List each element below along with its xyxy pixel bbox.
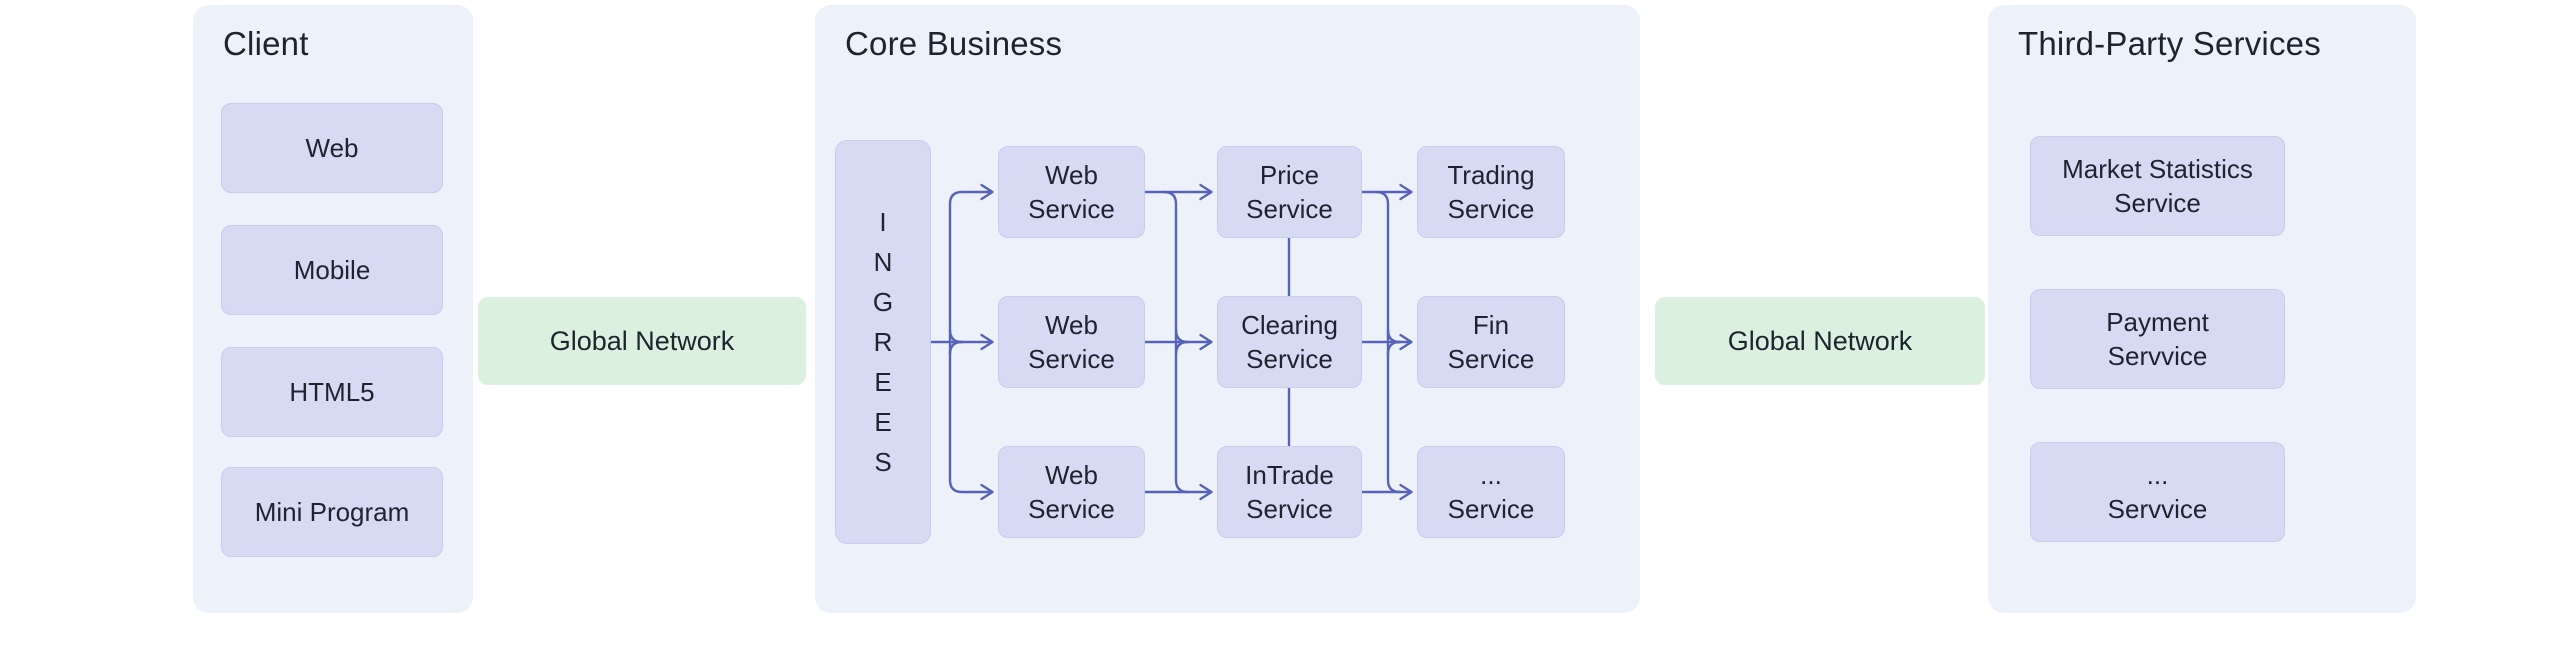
edge-bus2-vertical: [1374, 190, 1402, 494]
third-party-panel-title: Third-Party Services: [2018, 25, 2321, 62]
node-mobile: Mobile: [221, 225, 443, 315]
third-party-panel: Third-Party Services Market Statistics S…: [1988, 5, 2416, 613]
node-html5: HTML5: [221, 347, 443, 437]
edge-ingress-web-bottom: [948, 340, 994, 501]
edge-bus2-fork-down: [1386, 340, 1402, 356]
edge-ingress-fork-down: [948, 340, 964, 356]
node-clearing-service: Clearing Service: [1217, 296, 1362, 388]
edge-bus1-fork-up: [1174, 328, 1190, 344]
node-intrade-service: InTrade Service: [1217, 446, 1362, 538]
node-web-service-3: Web Service: [998, 446, 1145, 538]
edge-bus1-fork-down: [1174, 340, 1190, 356]
core-business-panel-title: Core Business: [845, 25, 1063, 62]
node-mini-program: Mini Program: [221, 467, 443, 557]
edge-bus1-vertical: [1162, 190, 1190, 494]
node-web-service-1: Web Service: [998, 146, 1145, 238]
node-web-service-2: Web Service: [998, 296, 1145, 388]
node-trading-service: Trading Service: [1417, 146, 1565, 238]
global-network-left: Global Network: [478, 297, 806, 385]
node-web: Web: [221, 103, 443, 193]
node-payment-service: Payment Servvice: [2030, 289, 2285, 389]
core-business-panel: Core Business I N G R E E S Web Service: [815, 5, 1640, 613]
edge-bus2-fork-up: [1386, 328, 1402, 344]
node-price-service: Price Service: [1217, 146, 1362, 238]
node-etc-service: ... Service: [1417, 446, 1565, 538]
edge-ingress-web-top: [948, 183, 994, 344]
edge-ingress-fork-up: [948, 328, 964, 344]
client-panel-title: Client: [223, 25, 309, 62]
global-network-right: Global Network: [1655, 297, 1985, 385]
node-market-statistics-service: Market Statistics Service: [2030, 136, 2285, 236]
node-ingress: I N G R E E S: [835, 140, 931, 544]
node-etc-third-party-service: ... Servvice: [2030, 442, 2285, 542]
node-fin-service: Fin Service: [1417, 296, 1565, 388]
client-panel: Client Web Mobile HTML5 Mini Program: [193, 5, 473, 613]
